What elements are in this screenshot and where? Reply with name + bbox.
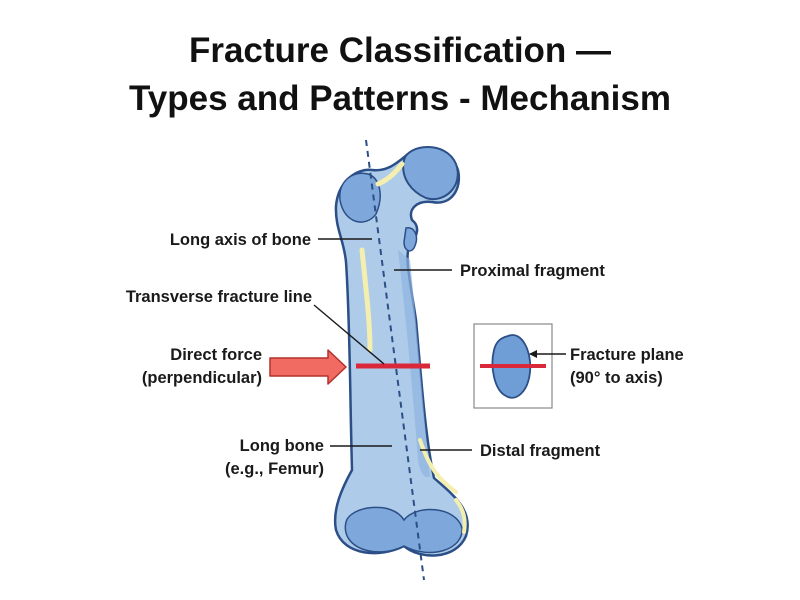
label-long-bone: Long bone [240, 437, 324, 455]
label-long-bone-example: (e.g., Femur) [225, 460, 324, 478]
label-long-axis: Long axis of bone [170, 231, 311, 249]
title-line-1: Fracture Classification — [189, 31, 611, 70]
fracture-plane-inset [473, 323, 553, 409]
long-axis-line [365, 139, 425, 581]
highlight-head [375, 161, 405, 187]
direct-force-arrow [269, 349, 347, 385]
distal-condyles [344, 506, 463, 554]
label-distal-fragment: Distal fragment [480, 442, 601, 460]
femur-bone [333, 146, 469, 557]
greater-trochanter [339, 172, 381, 223]
label-proximal-fragment: Proximal fragment [460, 262, 605, 280]
label-fracture-plane-angle: (90° to axis) [570, 369, 663, 387]
highlight-shaft [359, 247, 373, 353]
lesser-trochanter [403, 227, 418, 252]
label-direct-force-perpendicular: (perpendicular) [142, 369, 262, 387]
highlight-distal [418, 438, 458, 494]
label-direct-force: Direct force [170, 346, 262, 364]
leader-transverse [313, 304, 385, 365]
highlight-condyle [454, 498, 467, 534]
label-transverse-fracture-line: Transverse fracture line [126, 288, 312, 306]
femoral-head [402, 146, 459, 201]
label-fracture-plane: Fracture plane [570, 346, 684, 364]
title-line-2: Types and Patterns - Mechanism [129, 79, 671, 118]
